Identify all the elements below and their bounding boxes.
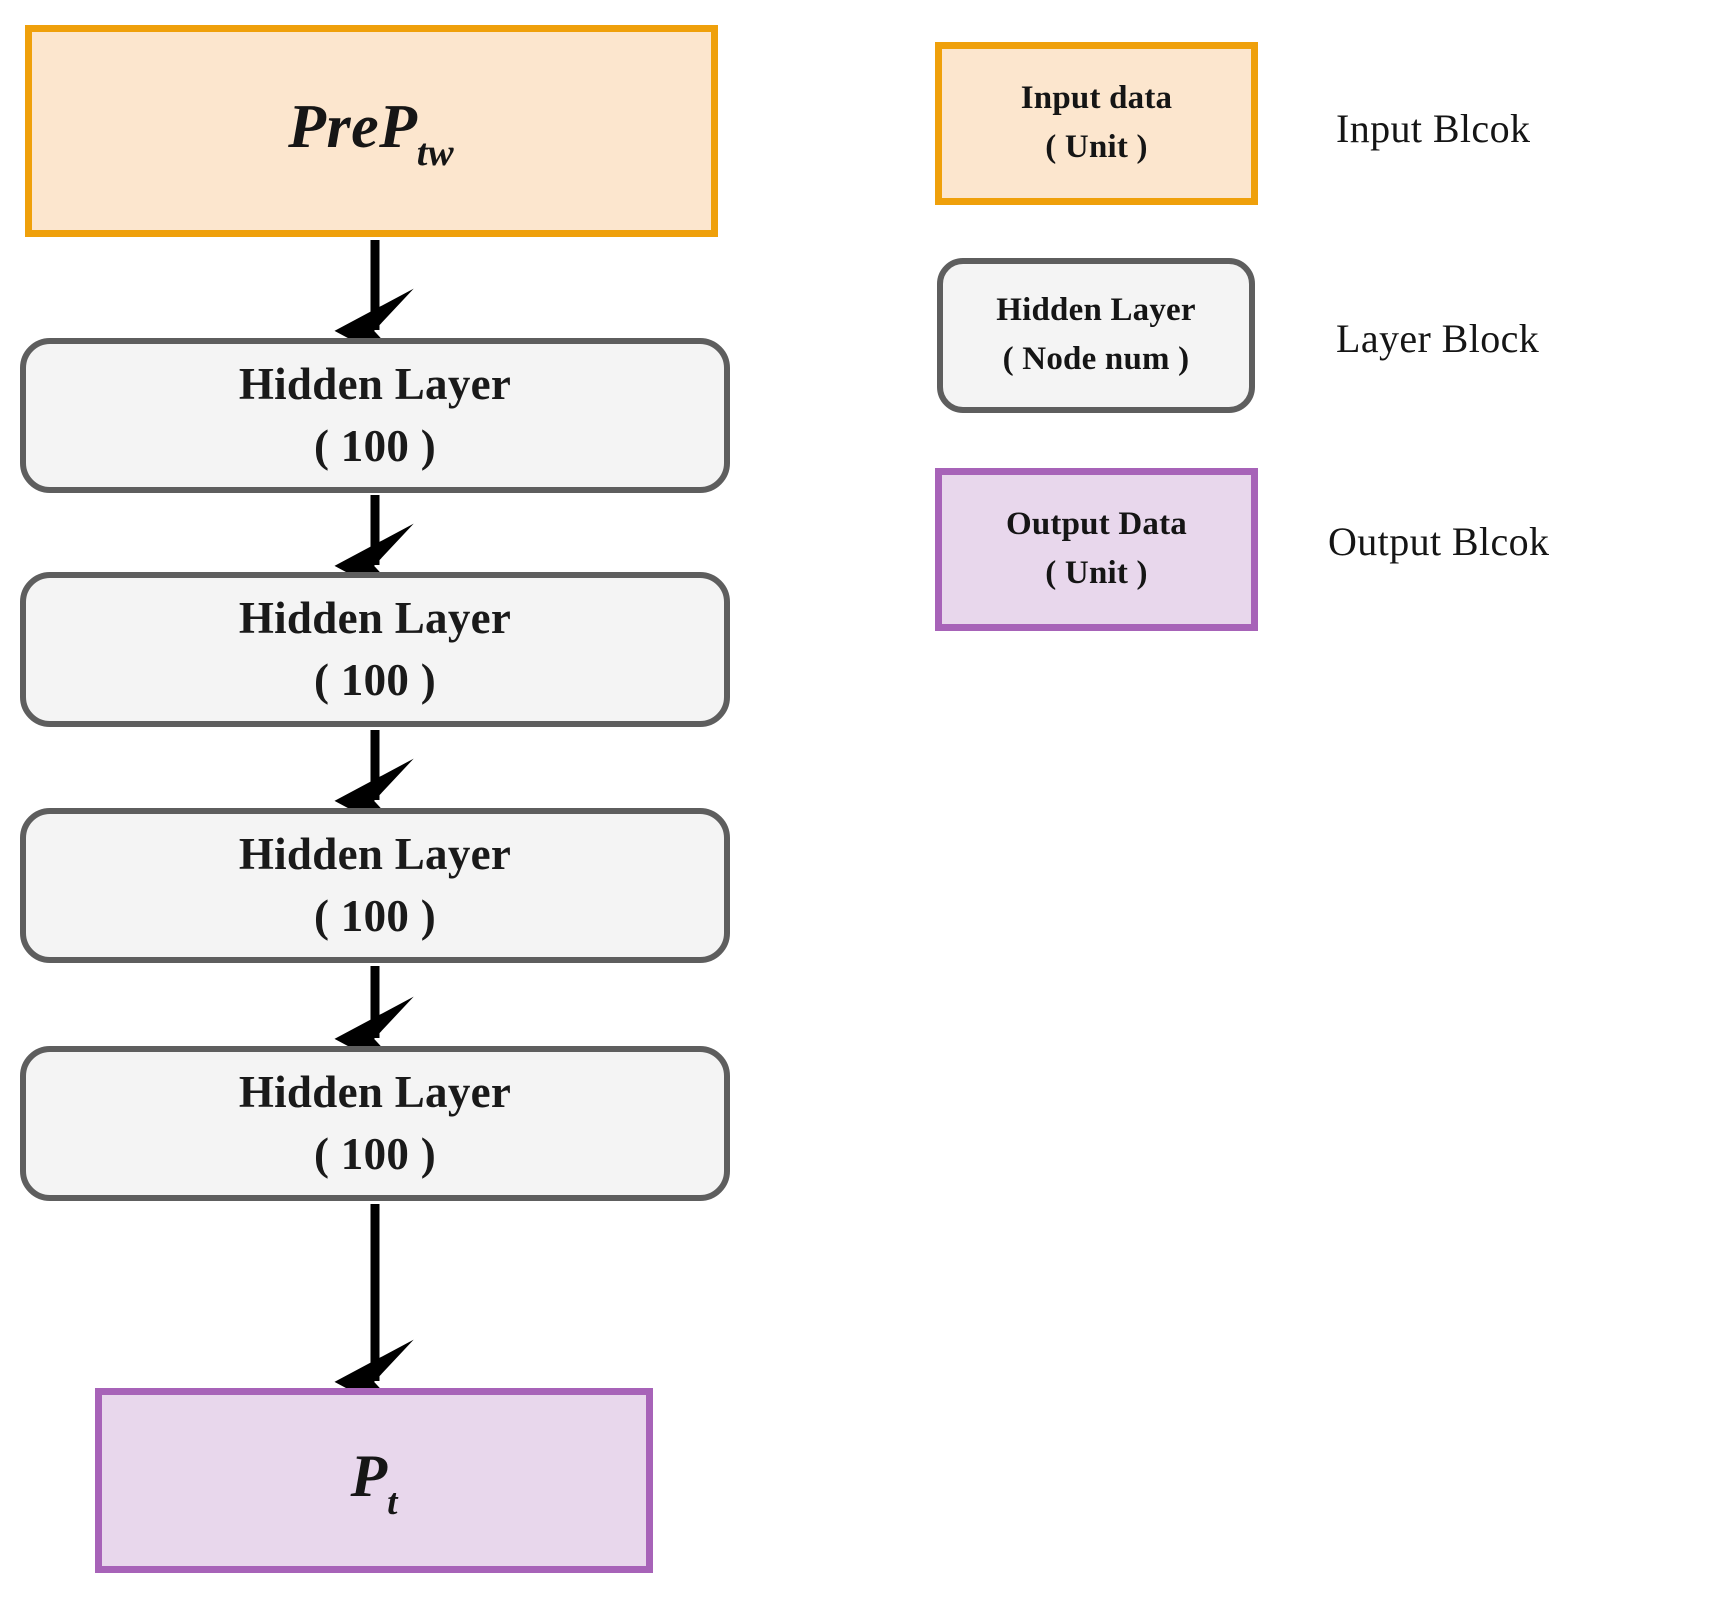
output-data-block[interactable]: Pt [95,1388,653,1573]
legend-output-line2: ( Unit ) [1045,555,1148,591]
output-symbol: P [350,1443,388,1510]
input-data-block[interactable]: PrePtw [25,25,718,237]
hidden-layer-block-1[interactable]: Hidden Layer ( 100 ) [20,338,730,493]
legend-layer-line2: ( Node num ) [1002,341,1190,377]
hidden-layer-nodes: ( 100 ) [313,420,437,471]
output-subscript: t [387,1481,398,1523]
input-subscript: tw [416,132,455,174]
hidden-layer-block-2[interactable]: Hidden Layer ( 100 ) [20,572,730,727]
hidden-layer-block-3[interactable]: Hidden Layer ( 100 ) [20,808,730,963]
input-formula: PrePtw [288,91,455,174]
hidden-layer-title: Hidden Layer [238,1067,512,1118]
legend-label-layer: Layer Block [1336,316,1540,361]
hidden-layer-nodes: ( 100 ) [313,890,437,941]
legend-swatch-output: Output Data ( Unit ) [935,468,1258,631]
legend-label-output: Output Blcok [1328,519,1550,564]
legend-output-line1: Output Data [1006,506,1187,543]
legend-swatch-input: Input data ( Unit ) [935,42,1258,205]
hidden-layer-title: Hidden Layer [238,829,512,880]
legend-input-line1: Input data [1020,80,1173,117]
legend-swatch-layer: Hidden Layer ( Node num ) [937,258,1255,413]
input-symbol: PreP [288,92,418,161]
hidden-layer-block-4[interactable]: Hidden Layer ( 100 ) [20,1046,730,1201]
hidden-layer-title: Hidden Layer [238,359,512,410]
hidden-layer-nodes: ( 100 ) [313,1128,437,1179]
hidden-layer-nodes: ( 100 ) [313,654,437,705]
output-formula: Pt [350,1441,398,1523]
legend-label-input: Input Blcok [1336,106,1531,151]
legend-input-line2: ( Unit ) [1045,129,1148,165]
hidden-layer-title: Hidden Layer [238,593,512,644]
legend-layer-line1: Hidden Layer [996,292,1196,329]
